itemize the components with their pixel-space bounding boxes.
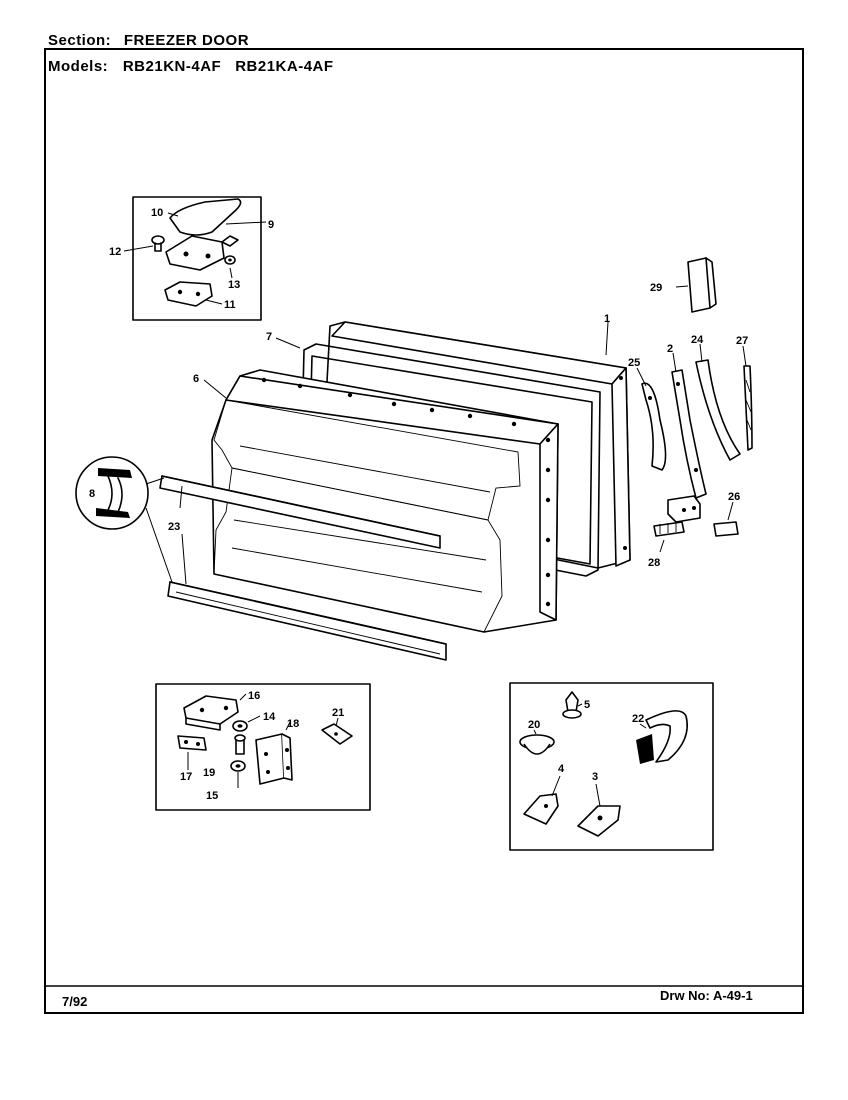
part-9-hinge-plate xyxy=(165,235,239,271)
part-29-bracket xyxy=(687,257,717,313)
part-11-bracket xyxy=(164,281,213,307)
label-11: 11 xyxy=(224,299,236,311)
section-label: Section: xyxy=(48,32,112,49)
part-22-latch xyxy=(636,710,688,764)
label-22: 22 xyxy=(632,713,644,725)
label-5: 5 xyxy=(584,699,590,711)
part-20-cap xyxy=(519,734,555,755)
label-14: 14 xyxy=(263,711,276,723)
label-17: 17 xyxy=(180,771,192,783)
label-8: 8 xyxy=(89,488,95,500)
label-16: 16 xyxy=(248,690,260,702)
part-10-cover xyxy=(169,198,242,236)
part-15-washer xyxy=(230,760,246,772)
part-23-upper-shelf-rail xyxy=(159,475,441,549)
part-17-plate xyxy=(177,735,207,751)
part-19-pin xyxy=(234,734,246,755)
part-26-spacer xyxy=(713,521,739,537)
label-18: 18 xyxy=(287,718,299,730)
models-header: Models: RB21KN-4AF RB21KA-4AF xyxy=(48,58,334,75)
label-21: 21 xyxy=(332,707,344,719)
part-14-washer xyxy=(232,720,248,732)
part-3-hinge-cover xyxy=(577,805,621,837)
label-4: 4 xyxy=(558,763,565,775)
label-2: 2 xyxy=(667,343,673,355)
label-3: 3 xyxy=(592,771,598,783)
label-9: 9 xyxy=(268,219,274,231)
label-24: 24 xyxy=(691,334,704,346)
models-label: Models: xyxy=(48,58,109,75)
part-13-washer xyxy=(224,255,236,265)
footer-drawing-number: Drw No: A-49-1 xyxy=(660,988,753,1003)
inset-box-hinge-hardware xyxy=(155,683,371,811)
label-25: 25 xyxy=(628,357,640,369)
models-value: RB21KN-4AF RB21KA-4AF xyxy=(122,58,334,75)
part-25-handle-piece xyxy=(641,382,667,471)
inset-box-hinge-parts xyxy=(132,196,262,321)
label-29: 29 xyxy=(650,282,662,294)
part-5-plug xyxy=(562,691,582,719)
label-26: 26 xyxy=(728,491,740,503)
label-10: 10 xyxy=(151,207,163,219)
footer-date: 7/92 xyxy=(62,994,88,1009)
label-1: 1 xyxy=(604,313,610,325)
part-24-handle-cover xyxy=(695,359,741,461)
label-7: 7 xyxy=(266,331,272,343)
label-27: 27 xyxy=(736,335,748,347)
inset-box-small-parts xyxy=(509,682,714,851)
part-27-trim-strip xyxy=(743,365,753,451)
label-12: 12 xyxy=(109,246,121,258)
label-19: 19 xyxy=(203,767,215,779)
part-18-hinge xyxy=(255,733,293,785)
label-28: 28 xyxy=(648,557,660,569)
label-15: 15 xyxy=(206,790,218,802)
label-13: 13 xyxy=(228,279,240,291)
label-23: 23 xyxy=(168,521,180,533)
label-6: 6 xyxy=(193,373,199,385)
part-6-inner-door-liner xyxy=(211,369,559,633)
part-16-hinge-bracket xyxy=(183,695,239,731)
part-2-handle xyxy=(671,369,707,499)
label-20: 20 xyxy=(528,719,540,731)
part-23-lower-shelf-rail xyxy=(167,581,447,661)
section-value: FREEZER DOOR xyxy=(123,32,250,49)
part-2-mounting-bracket xyxy=(667,495,701,523)
part-21-clip xyxy=(321,723,353,745)
section-header: Section: FREEZER DOOR xyxy=(48,32,249,49)
part-12-screw xyxy=(151,235,165,252)
part-4-hinge-cover xyxy=(523,793,559,825)
part-28-clip xyxy=(653,521,685,537)
diagram-frame xyxy=(44,48,804,1014)
part-8-rail-clip-detail xyxy=(75,456,173,583)
